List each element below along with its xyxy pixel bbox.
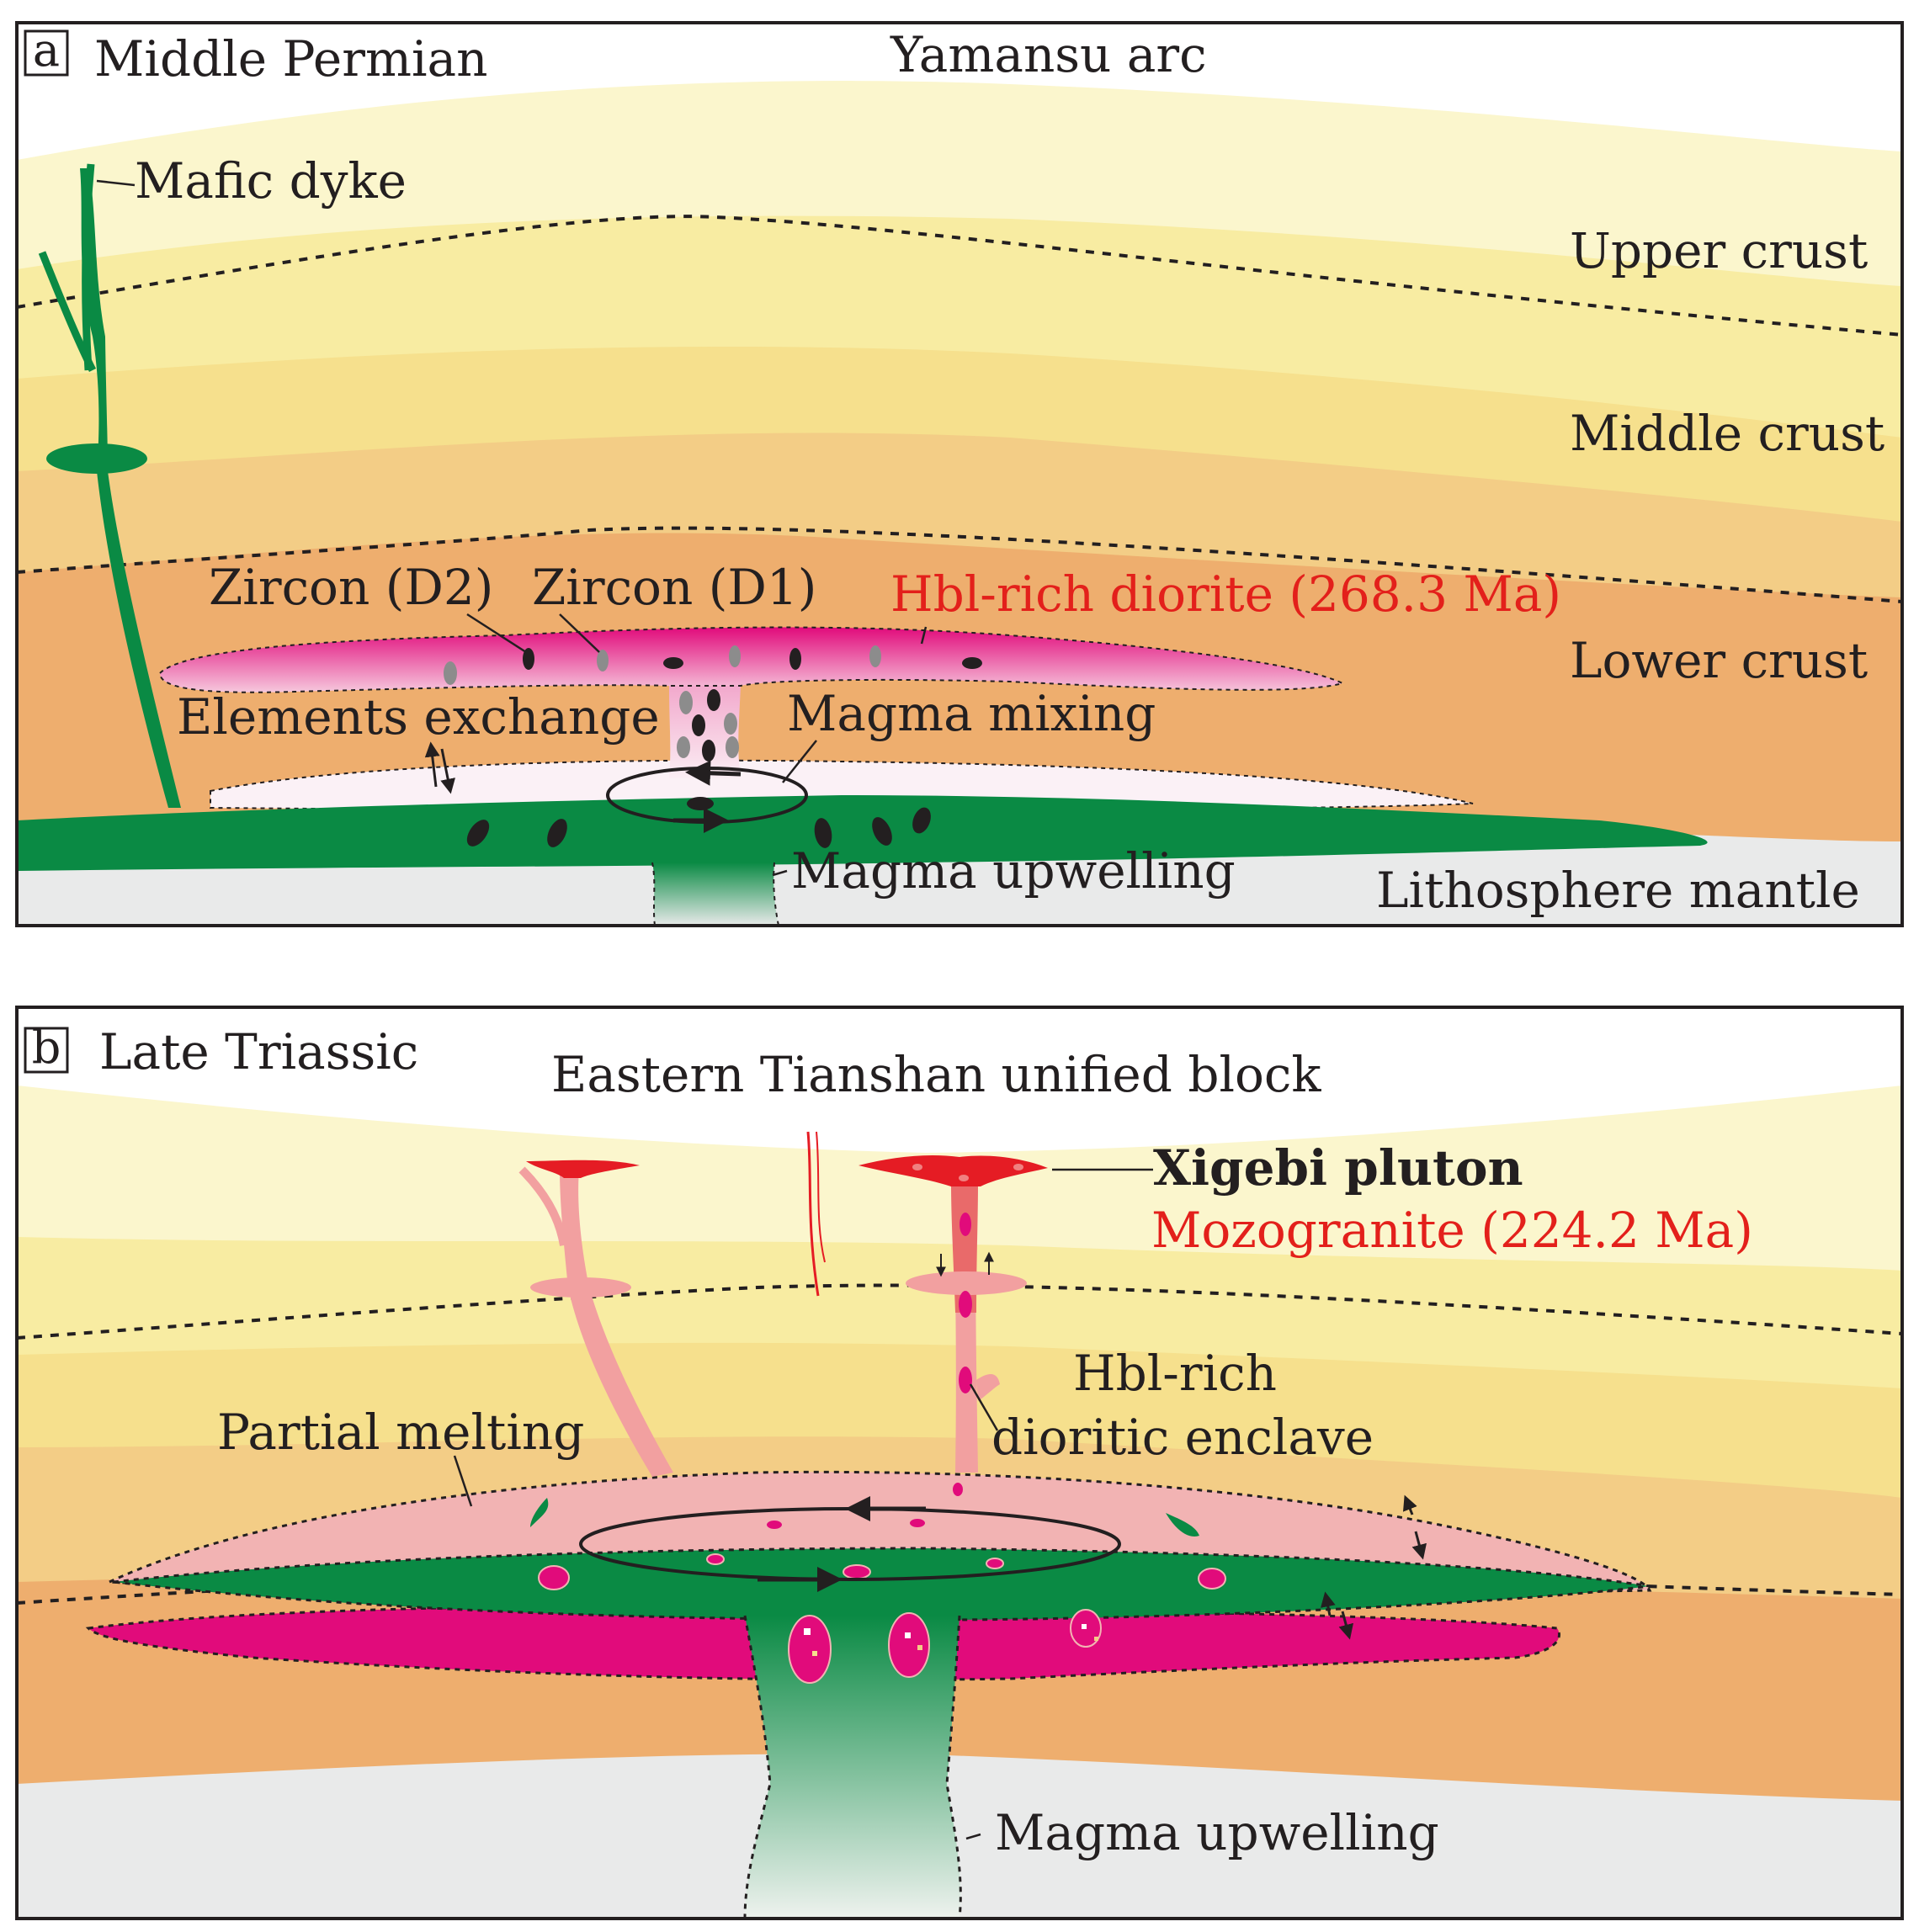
magma-mixing-loop xyxy=(606,760,808,833)
mixing-zone xyxy=(210,759,1474,812)
label-diorite-age: Hbl-rich diorite (268.3 Ma) xyxy=(890,565,1561,623)
leader-diorite xyxy=(920,626,928,645)
label-xigebi-pluton: Xigebi pluton xyxy=(1153,1139,1523,1197)
zircon-crystals xyxy=(444,645,982,848)
panel-a-letter: a xyxy=(33,24,60,77)
label-lithosphere-mantle: Lithosphere mantle xyxy=(1376,862,1860,919)
leader-dioritic-enclave xyxy=(969,1383,999,1431)
panel-b-late-triassic: b Late Triassic Eastern Tianshan unified… xyxy=(15,1006,1904,1920)
leader-magma-upwelling-b xyxy=(965,1833,981,1840)
b-lithosphere-mantle-layer xyxy=(17,1754,1902,1919)
magma-upwelling-plume xyxy=(652,862,779,926)
panel-b-period: Late Triassic xyxy=(99,1023,418,1080)
panel-a-setting: Yamansu arc xyxy=(890,26,1207,83)
enclave-crystals xyxy=(804,1624,1098,1656)
panel-b-frame xyxy=(15,1006,1904,1920)
fracture-line xyxy=(806,1131,820,1297)
label-lower-crust: Lower crust xyxy=(1570,632,1868,689)
label-magma-mixing: Magma mixing xyxy=(787,685,1156,742)
leader-partial-melting xyxy=(453,1455,473,1507)
label-upper-crust: Upper crust xyxy=(1570,222,1868,279)
leader-magma-mixing xyxy=(782,740,817,783)
mafic-magma-lens xyxy=(113,1547,1651,1622)
label-elements-exchange: Elements exchange xyxy=(177,688,660,746)
panel-b-letter-box xyxy=(24,1027,69,1074)
leader-zircon-d1 xyxy=(559,613,600,653)
label-partial-melting: Partial melting xyxy=(217,1404,584,1461)
label-enclave-line1: Hbl-rich xyxy=(1073,1345,1277,1402)
mafic-magma-layer xyxy=(17,795,1708,871)
panel-b-setting: Eastern Tianshan unified block xyxy=(551,1046,1321,1103)
left-dyke xyxy=(518,1160,673,1477)
label-zircon-d1: Zircon (D1) xyxy=(532,559,816,616)
label-zircon-d2: Zircon (D2) xyxy=(209,559,493,616)
label-enclave-line2: dioritic enclave xyxy=(991,1409,1374,1466)
b-magma-mixing-loop xyxy=(579,1496,1121,1592)
panel-a-frame xyxy=(15,21,1904,927)
elements-exchange-arrows xyxy=(424,741,456,794)
panel-b-letter: b xyxy=(32,1021,61,1074)
label-magma-upwelling-b: Magma upwelling xyxy=(995,1804,1439,1861)
xigebi-pluton-conduit xyxy=(858,1155,1048,1473)
label-magma-upwelling-a: Magma upwelling xyxy=(791,842,1236,900)
label-middle-crust: Middle crust xyxy=(1570,405,1884,462)
conduit-enclaves xyxy=(953,1213,972,1496)
leader-mafic-dyke xyxy=(96,179,136,187)
mafic-enclaves xyxy=(538,1517,1226,1684)
panel-a-letter-box xyxy=(24,29,69,77)
label-mafic-dyke: Mafic dyke xyxy=(135,152,407,210)
b-magma-upwelling-plume xyxy=(745,1616,961,1919)
upper-middle-crust-boundary xyxy=(17,215,1902,337)
mafic-dyke xyxy=(38,163,181,808)
panel-a-middle-permian: a Middle Permian Yamansu arc Mafic dyke … xyxy=(15,21,1904,927)
label-mozogranite-age: Mozogranite (224.2 Ma) xyxy=(1151,1202,1753,1259)
leader-zircon-d2 xyxy=(466,613,527,654)
leader-magma-upwelling-a xyxy=(772,869,788,877)
panel-a-period: Middle Permian xyxy=(94,30,487,88)
